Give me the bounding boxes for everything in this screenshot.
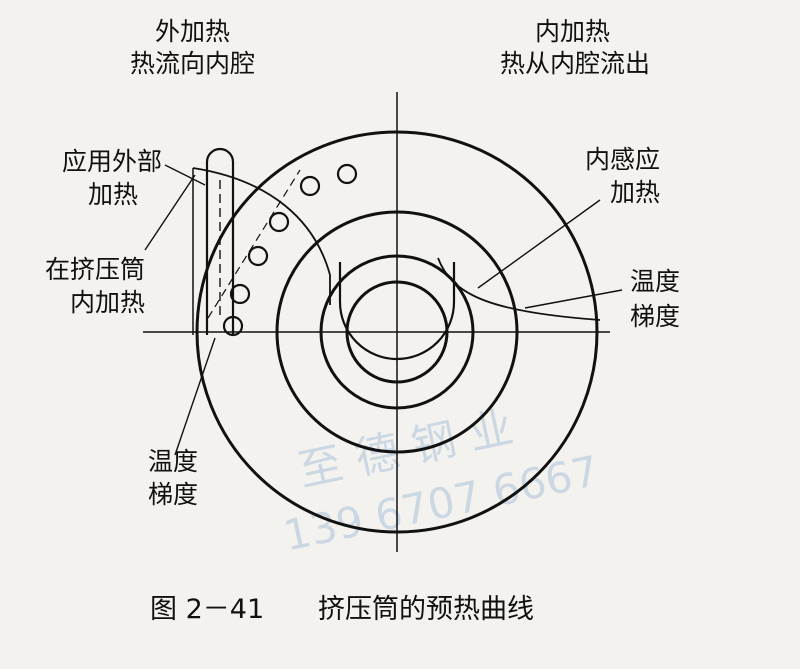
outer-heat-subtitle: 热流向内腔 [130, 49, 255, 78]
heating-hole [299, 175, 321, 197]
apply-external-label: 应用外部 [62, 147, 162, 176]
holes-centerline [207, 169, 301, 319]
inner-heat-subtitle: 热从内腔流出 [500, 49, 650, 78]
heating-hole [336, 163, 358, 185]
in-container-label: 在挤压筒 [45, 255, 145, 284]
gradient-right-label: 温度 [630, 267, 680, 296]
inner-heat-title: 内加热 [535, 17, 610, 46]
induction-label: 内感应 [585, 145, 660, 174]
heating-hole [229, 283, 251, 305]
outer-heat-title: 外加热 [155, 17, 230, 46]
leader-gradient-left [174, 337, 216, 456]
heating-hole [222, 315, 244, 337]
leader-in-container [144, 174, 196, 251]
external-gradient-curve [192, 167, 331, 305]
bore-circle [345, 280, 449, 384]
inner-circle [319, 254, 475, 410]
watermark: 至 德 钢 业 139 6707 6667 [279, 402, 603, 561]
induction-label-2: 加热 [610, 178, 660, 207]
gradient-left-label-2: 梯度 [148, 480, 198, 509]
figure-number: 图 2－41 [150, 594, 264, 625]
outer-circle [195, 130, 599, 534]
heating-hole [268, 211, 290, 233]
figure-title: 挤压筒的预热曲线 [318, 594, 534, 625]
internal-gradient-curve [437, 257, 601, 321]
gradient-left-label: 温度 [148, 447, 198, 476]
induction-coil [338, 262, 456, 361]
leader-gradient-right [524, 289, 623, 309]
leader-induction [477, 199, 601, 289]
in-container-label-2: 内加热 [70, 288, 145, 317]
leader-apply-external [164, 164, 206, 186]
middle-circle [275, 210, 519, 454]
external-heater-rod [205, 147, 235, 335]
apply-external-label-2: 加热 [88, 180, 138, 209]
gradient-right-label-2: 梯度 [630, 302, 680, 331]
heating-hole [247, 245, 269, 267]
